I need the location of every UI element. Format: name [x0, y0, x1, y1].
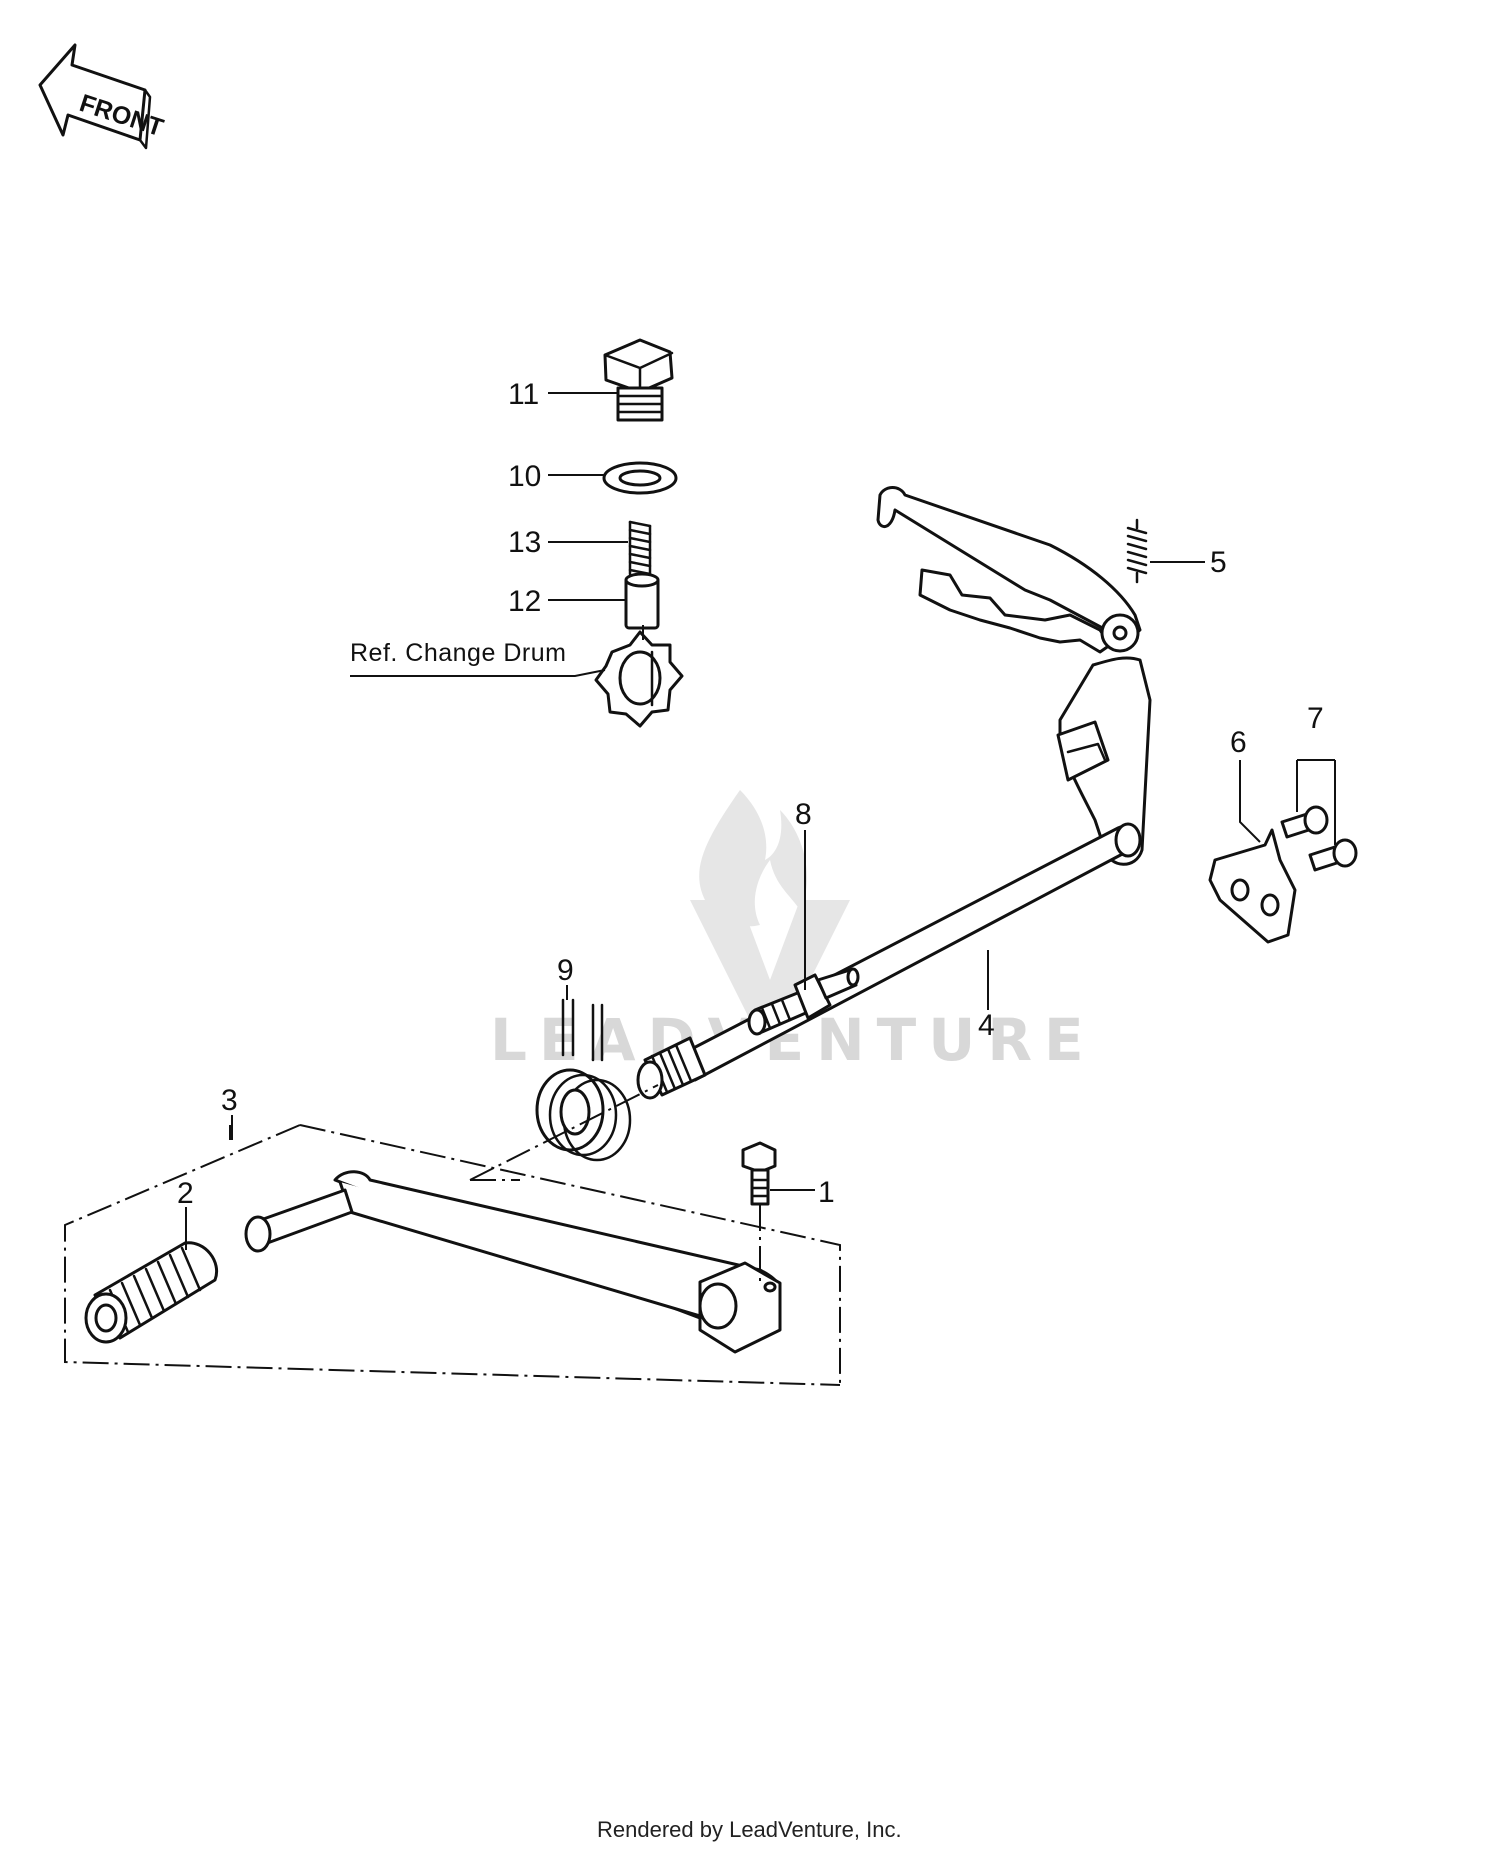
callout-3: 3	[221, 1084, 238, 1117]
leader-lines	[185, 392, 1336, 1250]
part-1-bolt	[741, 1141, 777, 1206]
part-3-shift-pedal	[244, 1170, 782, 1354]
part-12-pin	[624, 572, 660, 630]
part-5-spring	[1126, 518, 1148, 584]
callout-10: 10	[508, 460, 541, 493]
part-10-washer	[602, 461, 678, 495]
part-7-screws	[1280, 805, 1358, 872]
callout-11: 11	[508, 378, 539, 411]
part-11-bolt	[603, 338, 674, 422]
change-drum-reference	[594, 630, 684, 728]
change-drum-reference-label: Ref. Change Drum	[350, 639, 566, 667]
leadventure-watermark: LEADVENTURE	[490, 790, 1084, 1074]
front-arrow-icon	[38, 43, 147, 142]
part-13-spring	[628, 520, 652, 576]
callout-2: 2	[177, 1177, 194, 1210]
callout-5: 5	[1210, 546, 1227, 579]
callout-1: 1	[818, 1176, 835, 1209]
callout-4: 4	[978, 1009, 995, 1042]
callout-7: 7	[1307, 702, 1324, 735]
callout-12: 12	[508, 585, 541, 618]
watermark-flame-icon	[699, 790, 808, 927]
callout-9: 9	[557, 954, 574, 987]
callouts: 1 2 3 4 5 6 7 8 9 10 11 12 13	[177, 378, 1324, 1210]
footer-credit: Rendered by LeadVenture, Inc.	[597, 1817, 902, 1842]
callout-6: 6	[1230, 726, 1247, 759]
callout-13: 13	[508, 526, 541, 559]
part-6-plate	[1208, 828, 1297, 944]
front-arrow: FRONT	[38, 43, 167, 150]
watermark-v-icon	[690, 900, 850, 1030]
assembly-lines	[64, 625, 841, 1386]
part-9-spring	[535, 998, 632, 1162]
part-8-stud	[747, 967, 860, 1036]
part-2-rubber	[84, 1241, 218, 1344]
callout-8: 8	[795, 798, 812, 831]
